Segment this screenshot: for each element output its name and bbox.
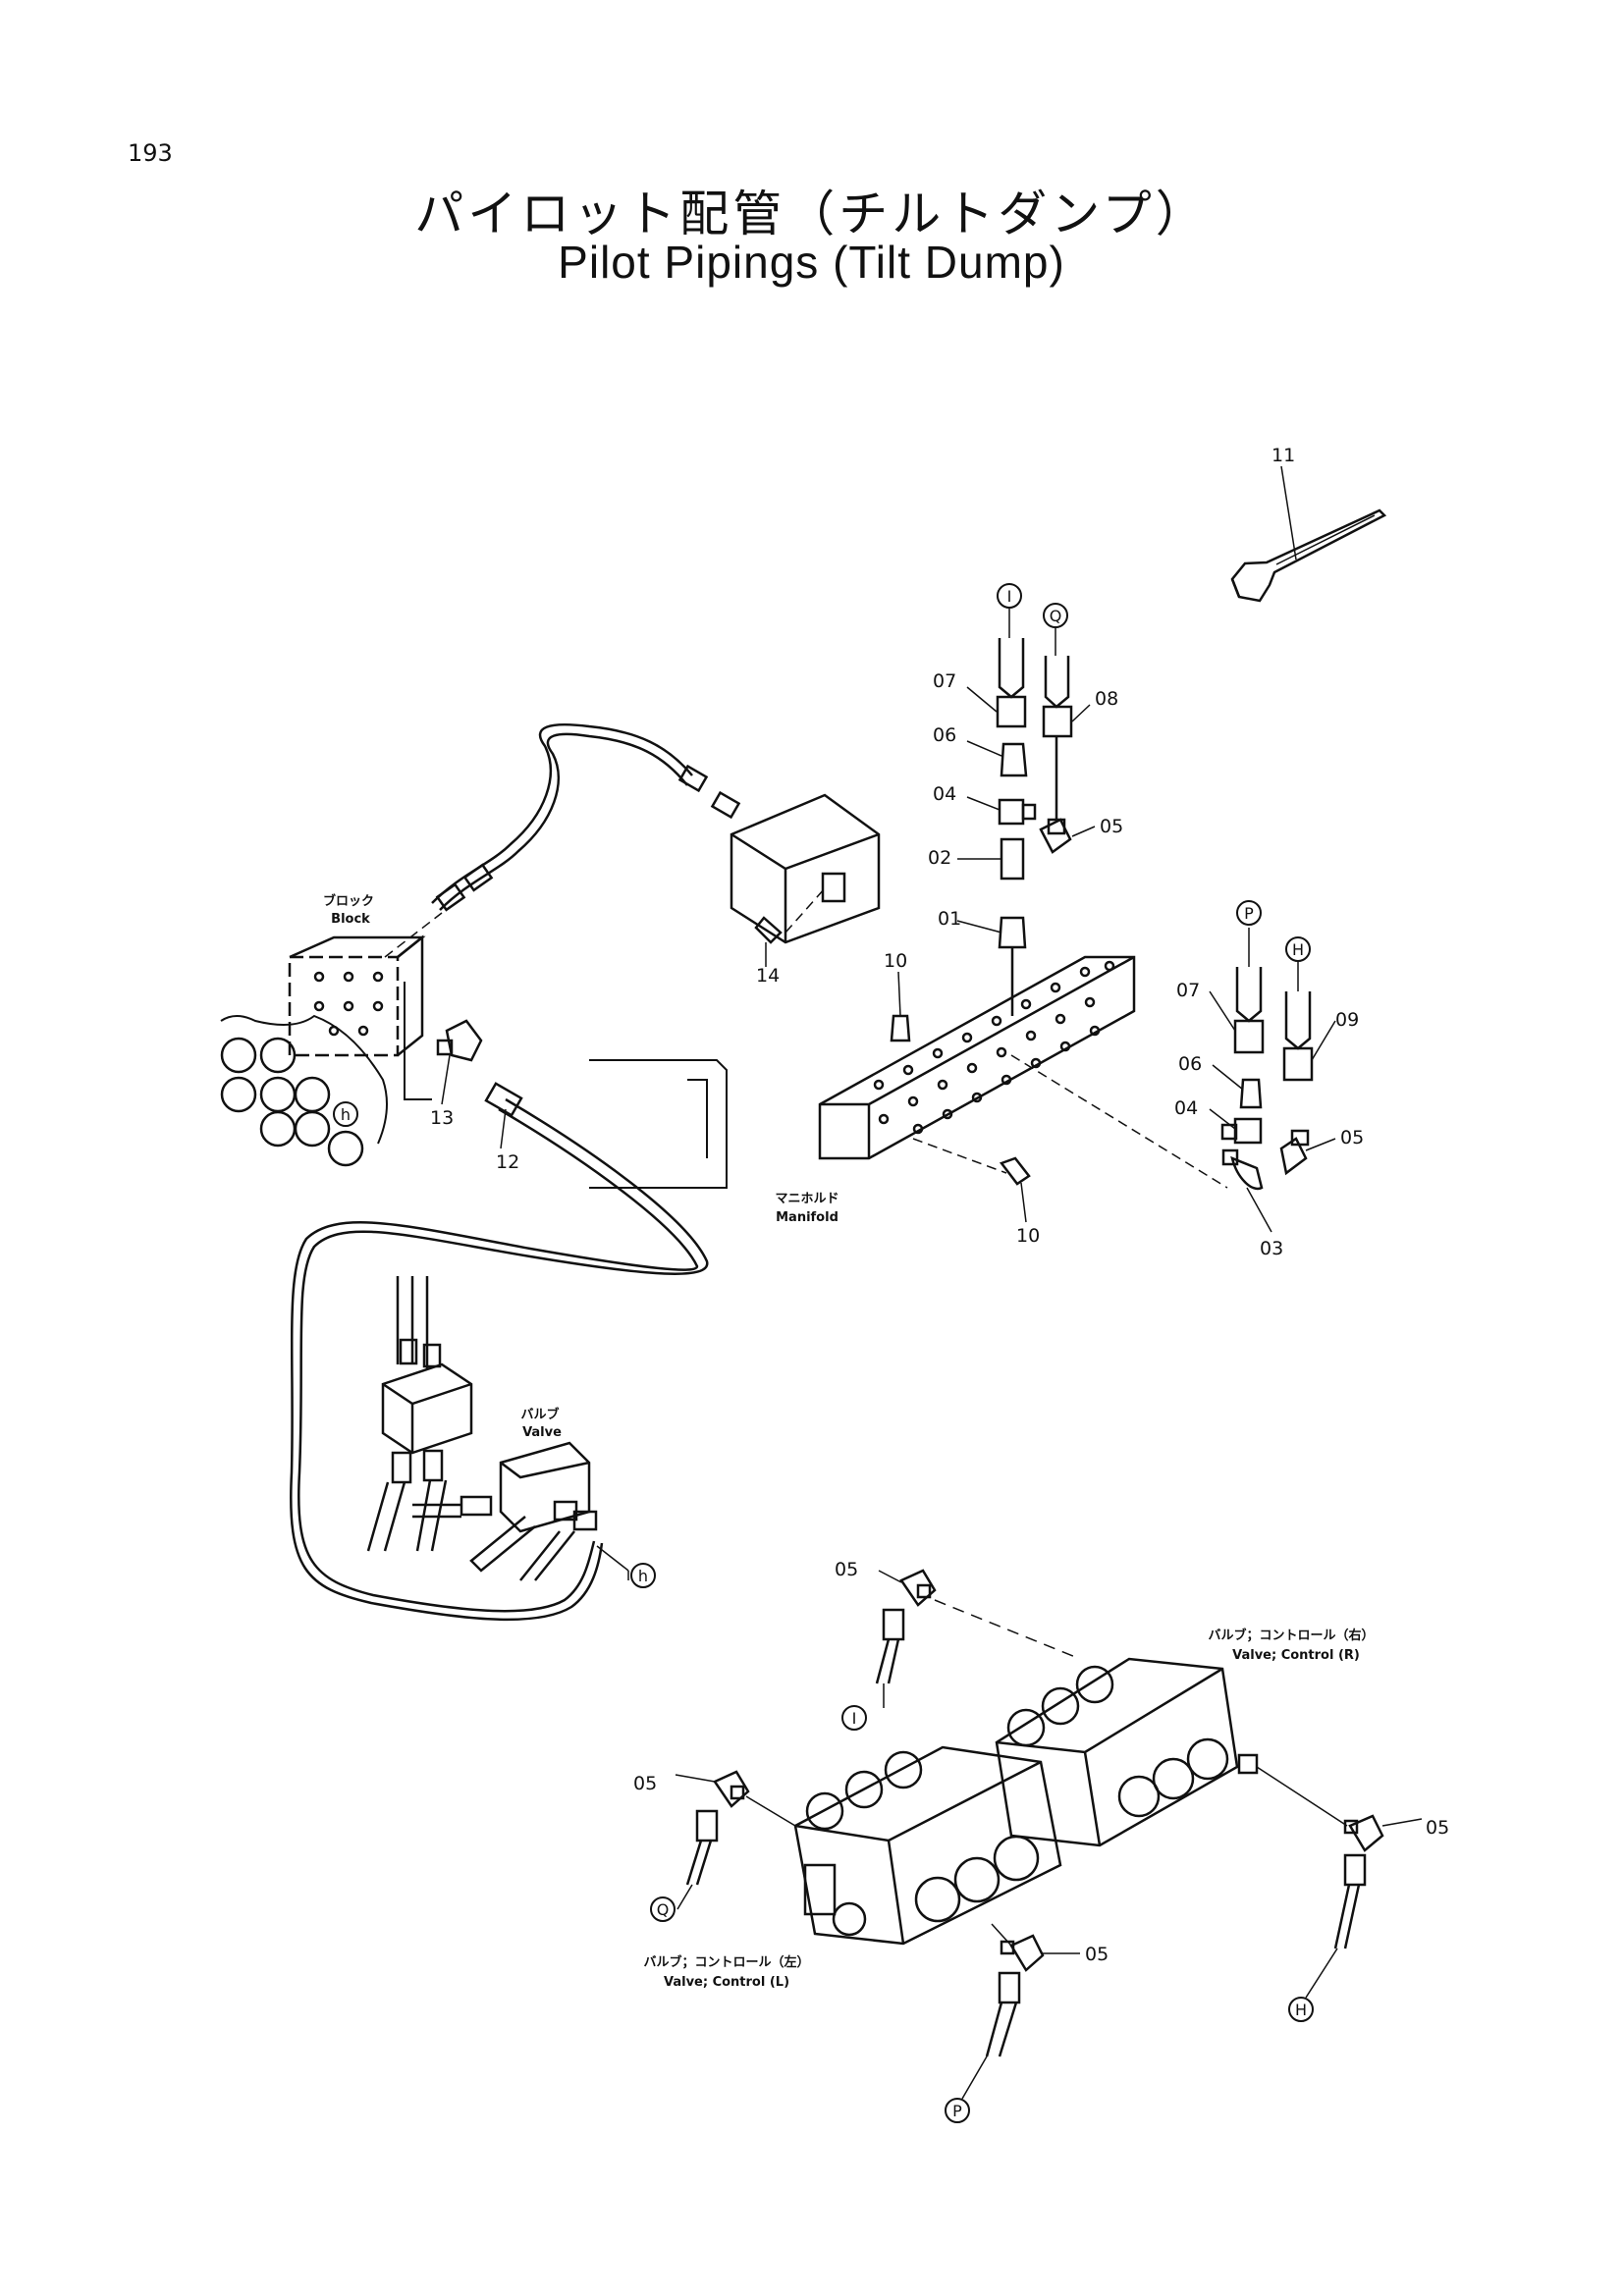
plug-10-lower	[999, 1156, 1031, 1186]
valve-assembly-left	[366, 1276, 629, 1581]
part-number-11: 11	[1271, 445, 1295, 466]
control-valve-left	[793, 1745, 1062, 1946]
part-number-07-right: 07	[1176, 980, 1200, 1001]
part-number-12: 12	[496, 1151, 519, 1173]
junction-box	[730, 793, 881, 944]
part-number-04-right: 04	[1174, 1097, 1198, 1119]
part-number-07-top: 07	[933, 670, 956, 692]
part-number-05-right: 05	[1340, 1127, 1364, 1148]
part-number-05-valve-l-front: 05	[1085, 1944, 1109, 1965]
part-number-06-right: 06	[1178, 1053, 1202, 1075]
port-marker-p-bottom: P	[952, 2102, 962, 2120]
port-marker-i-bottom: I	[852, 1709, 857, 1728]
caption-valve-control-r-en: Valve; Control (R)	[1232, 1648, 1360, 1663]
part-number-03: 03	[1260, 1238, 1283, 1259]
fitting-13	[436, 1019, 483, 1062]
tool-wrench	[1230, 508, 1387, 603]
part-number-14: 14	[756, 965, 780, 987]
part-number-10-lower: 10	[1016, 1225, 1040, 1247]
part-number-05-valve-r: 05	[835, 1559, 858, 1580]
caption-valve-control-l-jp: バルブ；コントロール（左）	[643, 1954, 809, 1970]
port-circles	[220, 1014, 388, 1167]
caption-manifold-jp: マニホルド	[775, 1192, 839, 1206]
block-component	[288, 934, 426, 1057]
part-number-04-top: 04	[933, 783, 956, 805]
page-number: 193	[128, 139, 173, 167]
caption-block-jp: ブロック	[323, 893, 374, 909]
elbow-fittings	[685, 1569, 1384, 2057]
caption-manifold-en: Manifold	[776, 1210, 839, 1225]
upper-fitting-stack	[996, 638, 1073, 1016]
port-marker-h-left: h	[341, 1105, 351, 1124]
caption-valve-en: Valve	[522, 1425, 562, 1440]
right-fitting-stack	[1220, 967, 1314, 1191]
manifold	[818, 955, 1136, 1160]
upper-hose	[431, 722, 741, 912]
part-number-10-upper: 10	[884, 950, 907, 972]
plug-10-upper	[890, 1014, 911, 1042]
part-number-09: 09	[1335, 1009, 1359, 1031]
page-title-english: Pilot Pipings (Tilt Dump)	[558, 237, 1065, 288]
part-number-02: 02	[928, 847, 951, 869]
port-marker-p-mid: P	[1244, 904, 1254, 923]
frame-lines	[404, 982, 728, 1189]
part-number-05-valve-l: 05	[633, 1773, 657, 1794]
part-number-13: 13	[430, 1107, 454, 1129]
port-marker-circles	[333, 583, 1314, 2123]
part-number-08: 08	[1095, 688, 1118, 710]
caption-block-en: Block	[331, 912, 370, 927]
part-number-01: 01	[938, 908, 961, 930]
port-marker-i-top: I	[1007, 587, 1012, 606]
leader-lines	[441, 465, 1423, 2100]
port-marker-h-bottom: H	[1295, 2001, 1307, 2019]
port-marker-h-mid: H	[1292, 940, 1304, 959]
port-marker-q-top: Q	[1050, 607, 1062, 625]
port-marker-q-bottom: Q	[657, 1900, 670, 1919]
part-number-05-valve-r-side: 05	[1426, 1817, 1449, 1839]
page-title-japanese: パイロット配管（チルトダンプ）	[414, 186, 1209, 242]
control-valve-right	[995, 1657, 1259, 1847]
hose-12	[290, 1082, 709, 1622]
part-number-05-top: 05	[1100, 816, 1123, 837]
caption-valve-jp: バルブ	[520, 1407, 559, 1422]
caption-valve-control-r-jp: バルブ；コントロール（右）	[1208, 1628, 1374, 1643]
caption-valve-control-l-en: Valve; Control (L)	[664, 1975, 789, 1990]
port-marker-h-valve: h	[638, 1567, 648, 1585]
part-number-06-top: 06	[933, 724, 956, 746]
